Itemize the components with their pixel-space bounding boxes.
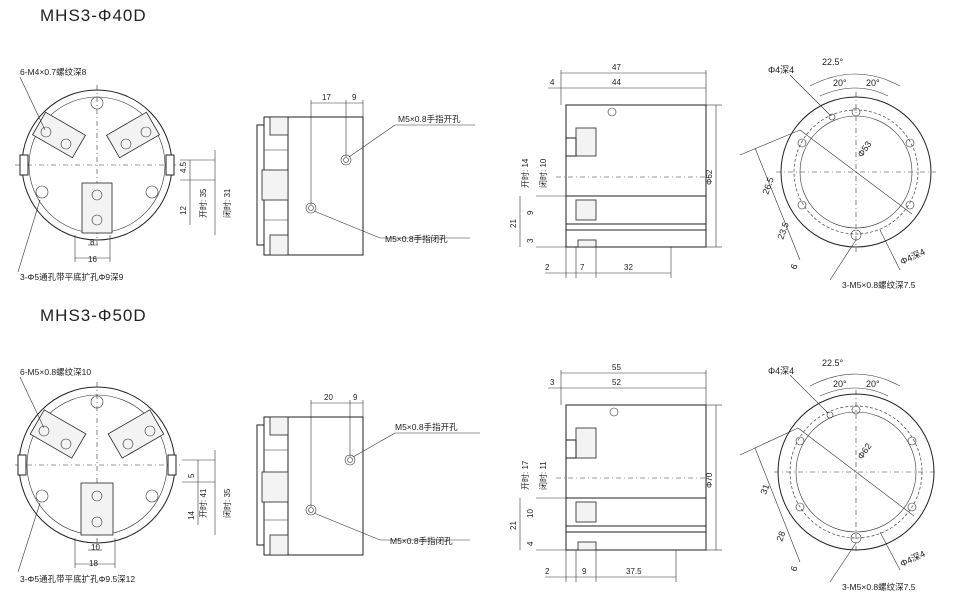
dim-20: 20 bbox=[324, 393, 333, 402]
close-dim: 闭时: 35 bbox=[222, 488, 232, 518]
thread-note-bottom: 3-M5×0.8螺纹深7.5 bbox=[842, 280, 916, 290]
dia-62: Φ62 bbox=[705, 169, 714, 185]
dim-10b: 10 bbox=[526, 509, 535, 518]
dim-28: 28 bbox=[774, 530, 787, 543]
pin-note-2: Φ4深4 bbox=[899, 247, 927, 267]
dim-2: 2 bbox=[545, 263, 550, 272]
dim-9: 9 bbox=[352, 93, 357, 102]
dim-3: 3 bbox=[550, 378, 555, 387]
port-close-label: M5×0.8手指闭孔 bbox=[385, 234, 448, 244]
dim-16: 16 bbox=[88, 255, 97, 264]
dim-32: 32 bbox=[624, 263, 633, 272]
pin-note-2: Φ4深4 bbox=[899, 549, 927, 569]
dim-7: 7 bbox=[580, 263, 585, 272]
dim-21: 21 bbox=[509, 521, 518, 530]
jaw-1 bbox=[32, 111, 86, 159]
dim-55: 55 bbox=[612, 363, 621, 372]
thread-note: 6-M5×0.8螺纹深10 bbox=[20, 367, 91, 377]
hole-note: 3-Φ5通孔带平底扩孔Φ9深9 bbox=[20, 272, 124, 282]
dim-47: 47 bbox=[612, 63, 621, 72]
front-view-2: 10 18 5 14 开时: 41 闭时: 35 6-M5×0.8螺纹深10 3… bbox=[15, 367, 232, 584]
open-dim: 开时: 41 bbox=[198, 488, 208, 518]
jaw-3 bbox=[80, 482, 114, 536]
port-open-label: M5×0.8手指开孔 bbox=[398, 114, 461, 124]
side-view-2: 20 9 M5×0.8手指开孔 M5×0.8手指闭孔 bbox=[256, 393, 480, 556]
port-close-label: M5×0.8手指闭孔 bbox=[390, 536, 453, 546]
pin-note: Φ4深4 bbox=[768, 366, 794, 376]
open-stroke: 开时: 14 bbox=[520, 158, 530, 188]
dim-4: 4 bbox=[550, 78, 555, 87]
jaw-3 bbox=[81, 182, 113, 234]
dim-21: 21 bbox=[509, 219, 518, 228]
close-stroke: 闭时: 11 bbox=[538, 461, 548, 490]
thread-note-bottom: 3-M5×0.8螺纹深7.5 bbox=[842, 582, 916, 592]
open-stroke: 开时: 17 bbox=[520, 460, 530, 490]
dim-31: 31 bbox=[758, 483, 771, 496]
bottom-view-2: 22.5° 20° 20° Φ4深4 Φ62 31 28 6 Φ4深4 3-M5… bbox=[739, 358, 938, 592]
dim-4-5: 4.5 bbox=[179, 161, 188, 173]
dim-6: 6 bbox=[788, 565, 799, 573]
jaw-2 bbox=[106, 111, 160, 159]
model-title-2: MHS3-Φ50D bbox=[40, 306, 147, 325]
jaw-1 bbox=[29, 409, 87, 459]
dim-3: 3 bbox=[526, 238, 535, 243]
jaw-2 bbox=[107, 409, 165, 459]
model-title-1: MHS3-Φ40D bbox=[40, 6, 147, 25]
dim-9b: 9 bbox=[526, 210, 535, 215]
side-view-1: 17 9 M5×0.8手指开孔 M5×0.8手指闭孔 bbox=[256, 93, 475, 256]
dim-8: 8 bbox=[90, 238, 95, 247]
angle-20b: 20° bbox=[866, 379, 880, 389]
angle-20a: 20° bbox=[833, 379, 847, 389]
dim-44: 44 bbox=[612, 78, 621, 87]
pin-note: Φ4深4 bbox=[768, 65, 794, 75]
profile-view-1: 47 44 4 Φ62 开时: 14 闭时: 10 9 21 3 2 7 32 bbox=[509, 63, 722, 278]
dim-12: 12 bbox=[179, 206, 188, 215]
thread-note: 6-M4×0.7螺纹深8 bbox=[20, 67, 87, 77]
dim-6: 6 bbox=[788, 263, 799, 271]
angle-22-5: 22.5° bbox=[822, 57, 844, 67]
angle-22-5: 22.5° bbox=[822, 358, 844, 368]
dim-52: 52 bbox=[612, 378, 621, 387]
dim-10: 10 bbox=[91, 543, 100, 552]
close-stroke: 闭时: 10 bbox=[538, 158, 548, 188]
close-dim: 闭时: 31 bbox=[222, 188, 232, 218]
dim-26-5: 26.5 bbox=[760, 176, 775, 196]
section-2: 10 18 5 14 开时: 41 闭时: 35 6-M5×0.8螺纹深10 3… bbox=[15, 358, 938, 592]
section-1: 8 16 4.5 12 开时: 35 闭时: 31 6-M4×0.7螺纹深8 3… bbox=[15, 57, 936, 290]
dim-9: 9 bbox=[582, 567, 587, 576]
dim-23-5: 23.5 bbox=[775, 221, 790, 241]
dim-9: 9 bbox=[353, 393, 358, 402]
profile-view-2: 55 52 3 Φ70 开时: 17 闭时: 11 10 21 4 2 9 37… bbox=[509, 363, 722, 582]
port-open-label: M5×0.8手指开孔 bbox=[395, 422, 458, 432]
dim-2: 2 bbox=[545, 567, 550, 576]
profile-body bbox=[565, 104, 707, 248]
dim-17: 17 bbox=[322, 93, 331, 102]
side-body bbox=[287, 416, 364, 556]
dia-70: Φ70 bbox=[705, 472, 714, 488]
dim-18: 18 bbox=[89, 559, 98, 568]
dim-37-5: 37.5 bbox=[626, 567, 642, 576]
open-dim: 开时: 35 bbox=[198, 188, 208, 218]
side-body bbox=[287, 116, 364, 256]
angle-20a: 20° bbox=[833, 78, 847, 88]
bottom-view-1: 22.5° 20° 20° Φ4深4 Φ53 26.5 23.5 6 Φ4深4 … bbox=[739, 57, 936, 290]
front-view-1: 8 16 4.5 12 开时: 35 闭时: 31 6-M4×0.7螺纹深8 3… bbox=[15, 67, 232, 282]
dim-5: 5 bbox=[187, 473, 196, 478]
profile-body bbox=[565, 404, 707, 551]
dim-14: 14 bbox=[187, 511, 196, 520]
dim-4: 4 bbox=[526, 541, 535, 546]
hole-note: 3-Φ5通孔带平底扩孔Φ9.5深12 bbox=[20, 574, 135, 584]
angle-20b: 20° bbox=[866, 78, 880, 88]
